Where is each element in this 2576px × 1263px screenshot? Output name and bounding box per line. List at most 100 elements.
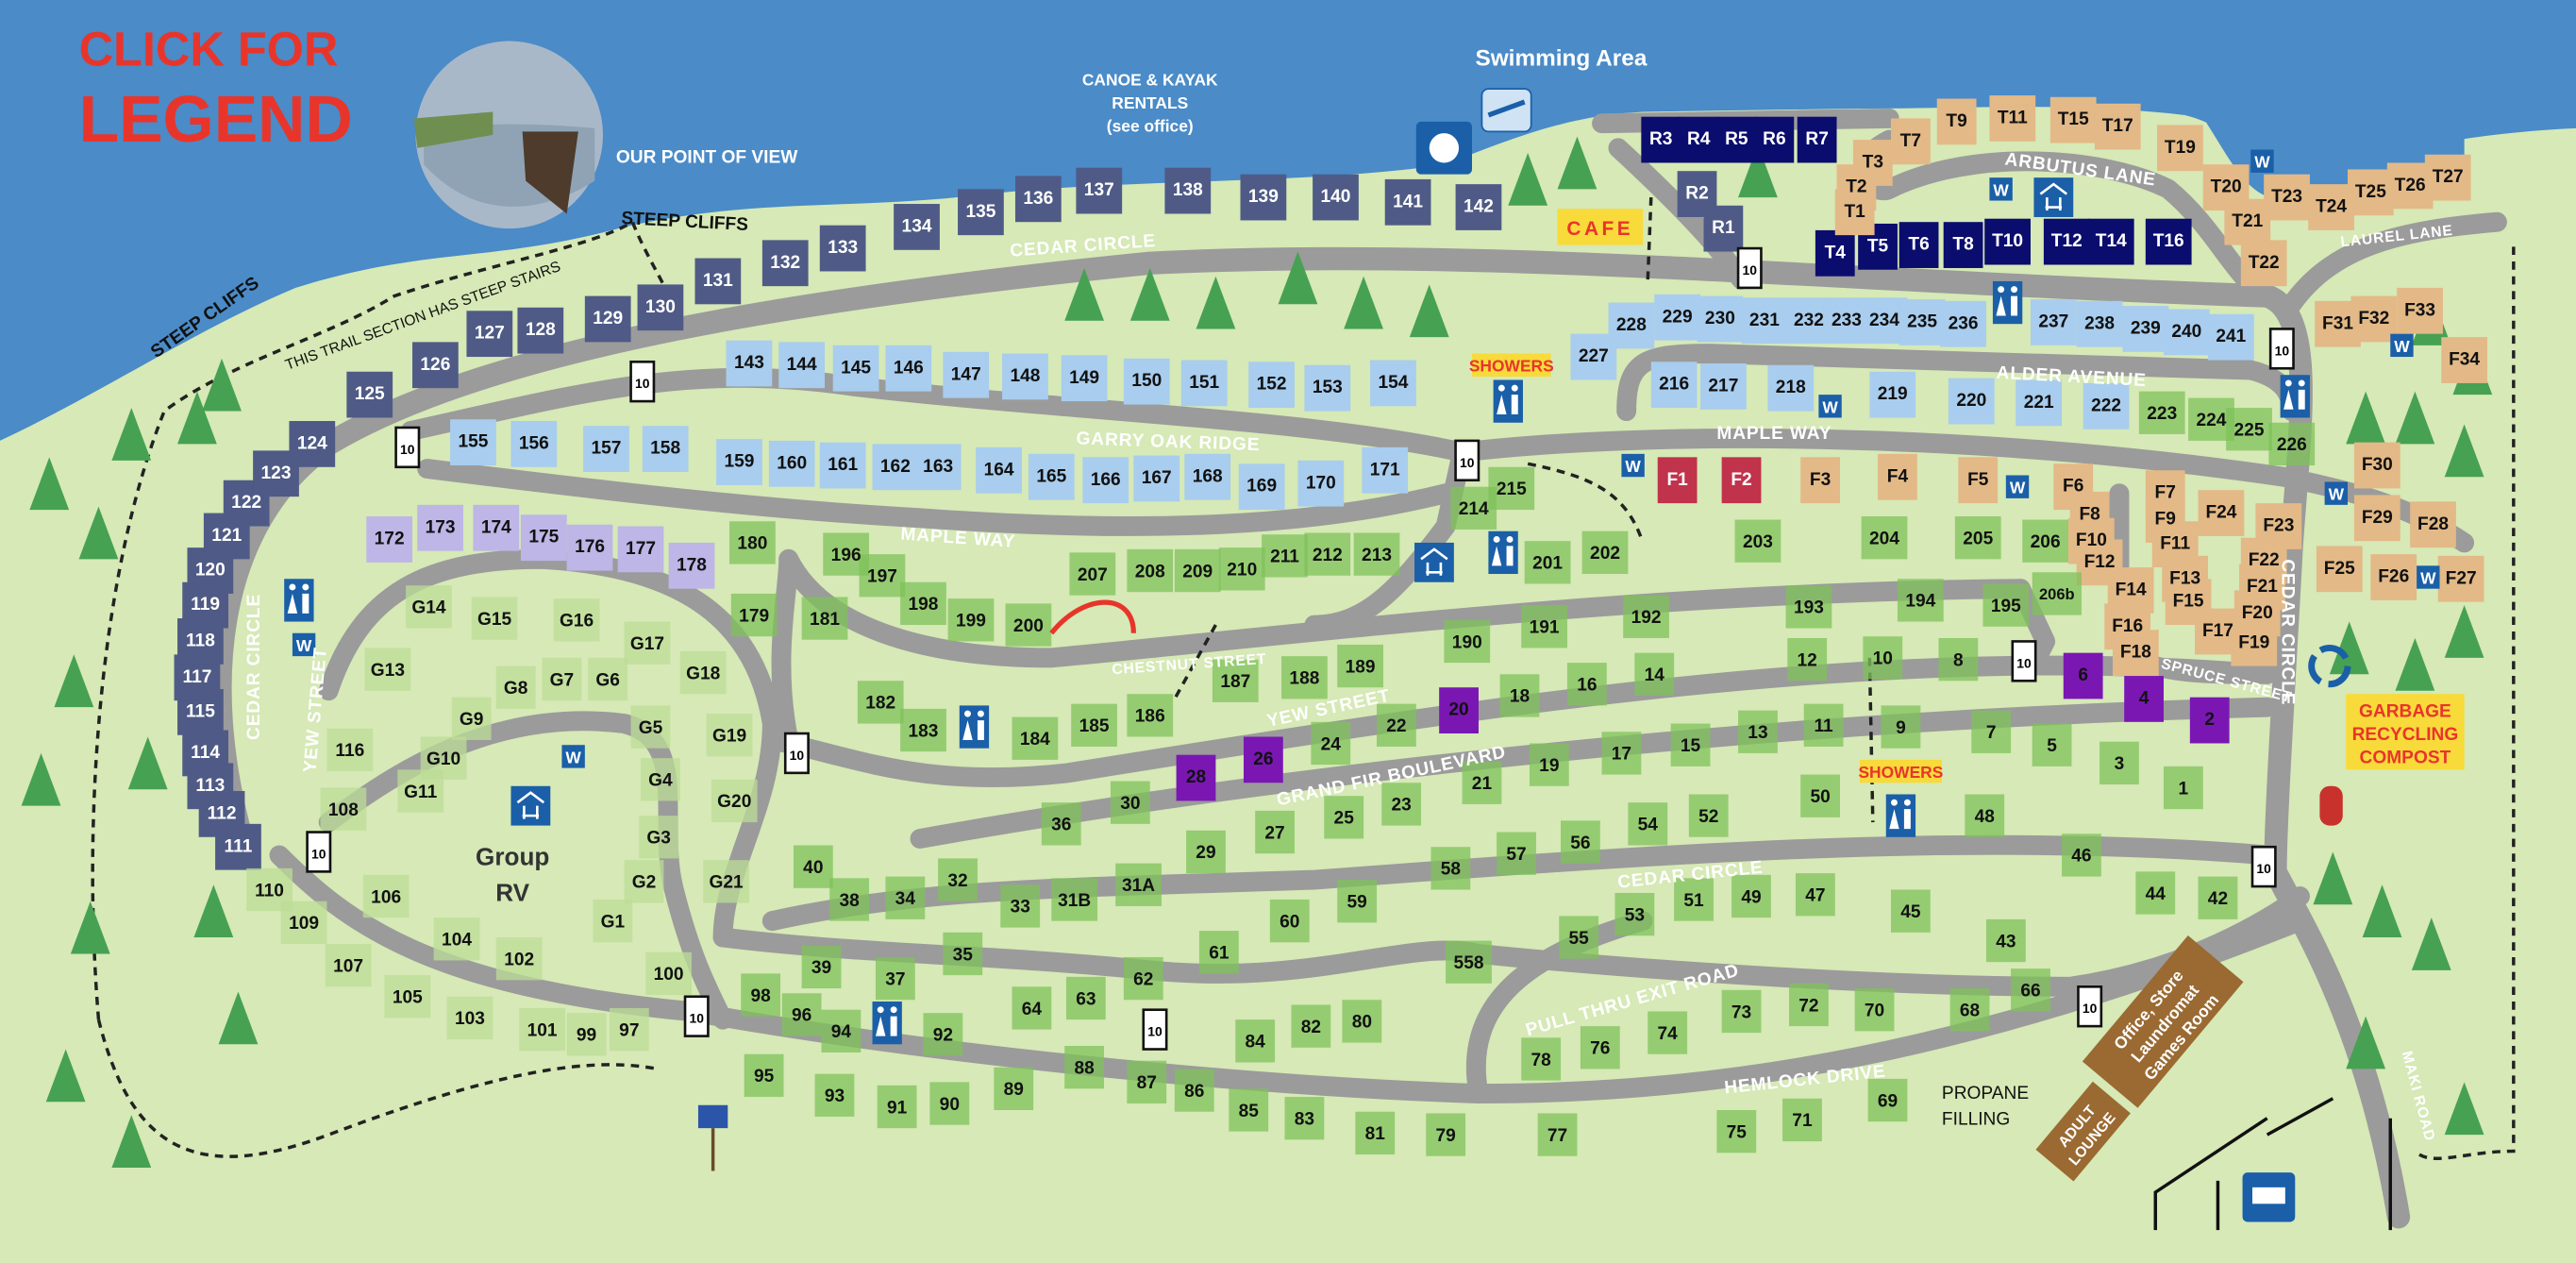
campsite-pad-88[interactable] bbox=[1064, 1046, 1104, 1089]
campsite-pad-t3[interactable] bbox=[1852, 140, 1893, 186]
campsite-134[interactable]: 134 bbox=[902, 216, 932, 236]
campsite-28[interactable]: 28 bbox=[1186, 767, 1207, 787]
campsite-pad-200[interactable] bbox=[1005, 603, 1052, 647]
campsite-g10[interactable]: G10 bbox=[427, 749, 460, 769]
campsite-122[interactable]: 122 bbox=[231, 493, 261, 513]
campsite-90[interactable]: 90 bbox=[940, 1095, 960, 1115]
campsite-56[interactable]: 56 bbox=[1570, 834, 1590, 853]
campsite-pad-208[interactable] bbox=[1127, 548, 1174, 593]
campsite-g11[interactable]: G11 bbox=[404, 783, 437, 802]
campsite-g6[interactable]: G6 bbox=[595, 670, 620, 690]
campsite-204[interactable]: 204 bbox=[1869, 529, 1899, 548]
campsite-pad-t21[interactable] bbox=[2224, 198, 2271, 245]
campsite-181[interactable]: 181 bbox=[810, 610, 840, 630]
campsite-pad-150[interactable] bbox=[1123, 358, 1170, 405]
campsite-106[interactable]: 106 bbox=[371, 887, 401, 907]
campsite-47[interactable]: 47 bbox=[1805, 886, 1825, 906]
campsite-pad-95[interactable] bbox=[744, 1053, 784, 1098]
campsite-pad-209[interactable] bbox=[1174, 548, 1221, 593]
campsite-g9[interactable]: G9 bbox=[460, 710, 484, 730]
campsite-20[interactable]: 20 bbox=[1448, 700, 1468, 720]
campsite-pad-189[interactable] bbox=[1337, 644, 1383, 688]
campsite-pad-g17[interactable] bbox=[624, 621, 671, 665]
campsite-t11[interactable]: T11 bbox=[1998, 108, 2028, 127]
campsite-pad-114[interactable] bbox=[182, 730, 229, 777]
campsite-pad-223[interactable] bbox=[2138, 391, 2185, 434]
campsite-46[interactable]: 46 bbox=[2071, 847, 2091, 867]
campsite-215[interactable]: 215 bbox=[1497, 480, 1527, 499]
campsite-pad-f25[interactable] bbox=[2316, 546, 2363, 593]
campsite-78[interactable]: 78 bbox=[1531, 1051, 1551, 1070]
campsite-pad-177[interactable] bbox=[617, 526, 664, 573]
campsite-pad-215[interactable] bbox=[1488, 466, 1535, 511]
campsite-f11[interactable]: F11 bbox=[2160, 534, 2190, 554]
campsite-pad-93[interactable] bbox=[814, 1073, 855, 1117]
campsite-pad-161[interactable] bbox=[819, 442, 866, 489]
campsite-107[interactable]: 107 bbox=[333, 956, 363, 976]
campsite-pad-f30[interactable] bbox=[2353, 442, 2400, 489]
campsite-pad-153[interactable] bbox=[1304, 364, 1351, 412]
campsite-pad-188[interactable] bbox=[1281, 656, 1328, 699]
campsite-pad-179[interactable] bbox=[730, 593, 778, 637]
campsite-101[interactable]: 101 bbox=[527, 1020, 558, 1040]
campsite-pad-62[interactable] bbox=[1123, 956, 1163, 1001]
campsite-pad-4[interactable] bbox=[2124, 676, 2164, 722]
campsite-45[interactable]: 45 bbox=[1900, 902, 1921, 922]
campsite-t2[interactable]: T2 bbox=[1846, 177, 1866, 197]
campsite-148[interactable]: 148 bbox=[1010, 366, 1040, 386]
campsite-pad-g20[interactable] bbox=[711, 779, 758, 823]
campsite-172[interactable]: 172 bbox=[375, 529, 405, 548]
campsite-pad-t7[interactable] bbox=[1890, 118, 1931, 165]
campsite-pad-181[interactable] bbox=[801, 597, 848, 640]
campsite-pad-231[interactable] bbox=[1741, 297, 1788, 345]
campsite-pad-73[interactable] bbox=[1721, 989, 1762, 1034]
campsite-38[interactable]: 38 bbox=[839, 891, 860, 911]
campsite-pad-238[interactable] bbox=[2076, 300, 2123, 347]
campsite-pad-g14[interactable] bbox=[406, 585, 452, 629]
campsite-2[interactable]: 2 bbox=[2204, 710, 2215, 730]
campsite-pad-87[interactable] bbox=[1127, 1060, 1167, 1104]
campsite-227[interactable]: 227 bbox=[1579, 346, 1609, 366]
campsite-g5[interactable]: G5 bbox=[639, 718, 663, 738]
campsite-f14[interactable]: F14 bbox=[2116, 581, 2147, 600]
campsite-12[interactable]: 12 bbox=[1798, 650, 1817, 670]
campsite-pad-49[interactable] bbox=[1731, 874, 1771, 918]
campsite-pad-6[interactable] bbox=[2063, 652, 2103, 699]
campsite-44[interactable]: 44 bbox=[2146, 884, 2166, 904]
campsite-110[interactable]: 110 bbox=[255, 881, 284, 901]
campsite-109[interactable]: 109 bbox=[289, 914, 319, 934]
campsite-114[interactable]: 114 bbox=[191, 743, 220, 763]
campsite-pad-8[interactable] bbox=[1938, 637, 1979, 682]
campsite-pad-217[interactable] bbox=[1700, 363, 1747, 410]
campsite-pad-r6[interactable] bbox=[1754, 116, 1795, 163]
campsite-t16[interactable]: T16 bbox=[2153, 231, 2184, 251]
campsite-pad-44[interactable] bbox=[2135, 871, 2176, 915]
campsite-pad-105[interactable] bbox=[384, 975, 431, 1019]
campsite-pad-145[interactable] bbox=[832, 345, 879, 392]
campsite-98[interactable]: 98 bbox=[750, 986, 771, 1006]
campsite-pad-82[interactable] bbox=[1291, 1004, 1331, 1048]
campsite-pad-133[interactable] bbox=[819, 225, 866, 272]
campsite-85[interactable]: 85 bbox=[1239, 1102, 1260, 1121]
campsite-r6[interactable]: R6 bbox=[1763, 129, 1785, 149]
campsite-pad-157[interactable] bbox=[583, 426, 629, 473]
campsite-100[interactable]: 100 bbox=[654, 965, 684, 985]
campsite-pad-86[interactable] bbox=[1174, 1069, 1214, 1112]
campsite-pad-f29[interactable] bbox=[2353, 495, 2400, 542]
campsite-pad-158[interactable] bbox=[642, 426, 689, 473]
campsite-196[interactable]: 196 bbox=[831, 546, 861, 565]
campsite-81[interactable]: 81 bbox=[1365, 1124, 1386, 1144]
campsite-pad-71[interactable] bbox=[1782, 1098, 1822, 1142]
campsite-194[interactable]: 194 bbox=[1905, 592, 1935, 612]
campsite-37[interactable]: 37 bbox=[885, 969, 905, 989]
campsite-241[interactable]: 241 bbox=[2216, 327, 2246, 346]
campsite-195[interactable]: 195 bbox=[1991, 597, 2021, 616]
campsite-pad-r3[interactable] bbox=[1641, 116, 1681, 163]
campsite-74[interactable]: 74 bbox=[1658, 1024, 1679, 1044]
campsite-232[interactable]: 232 bbox=[1794, 311, 1824, 330]
campsite-239[interactable]: 239 bbox=[2131, 318, 2161, 338]
legend-line-1[interactable]: CLICK FOR bbox=[79, 23, 339, 76]
campsite-f16[interactable]: F16 bbox=[2112, 616, 2143, 636]
campsite-pad-t17[interactable] bbox=[2094, 103, 2141, 150]
campsite-pad-56[interactable] bbox=[1561, 820, 1600, 864]
